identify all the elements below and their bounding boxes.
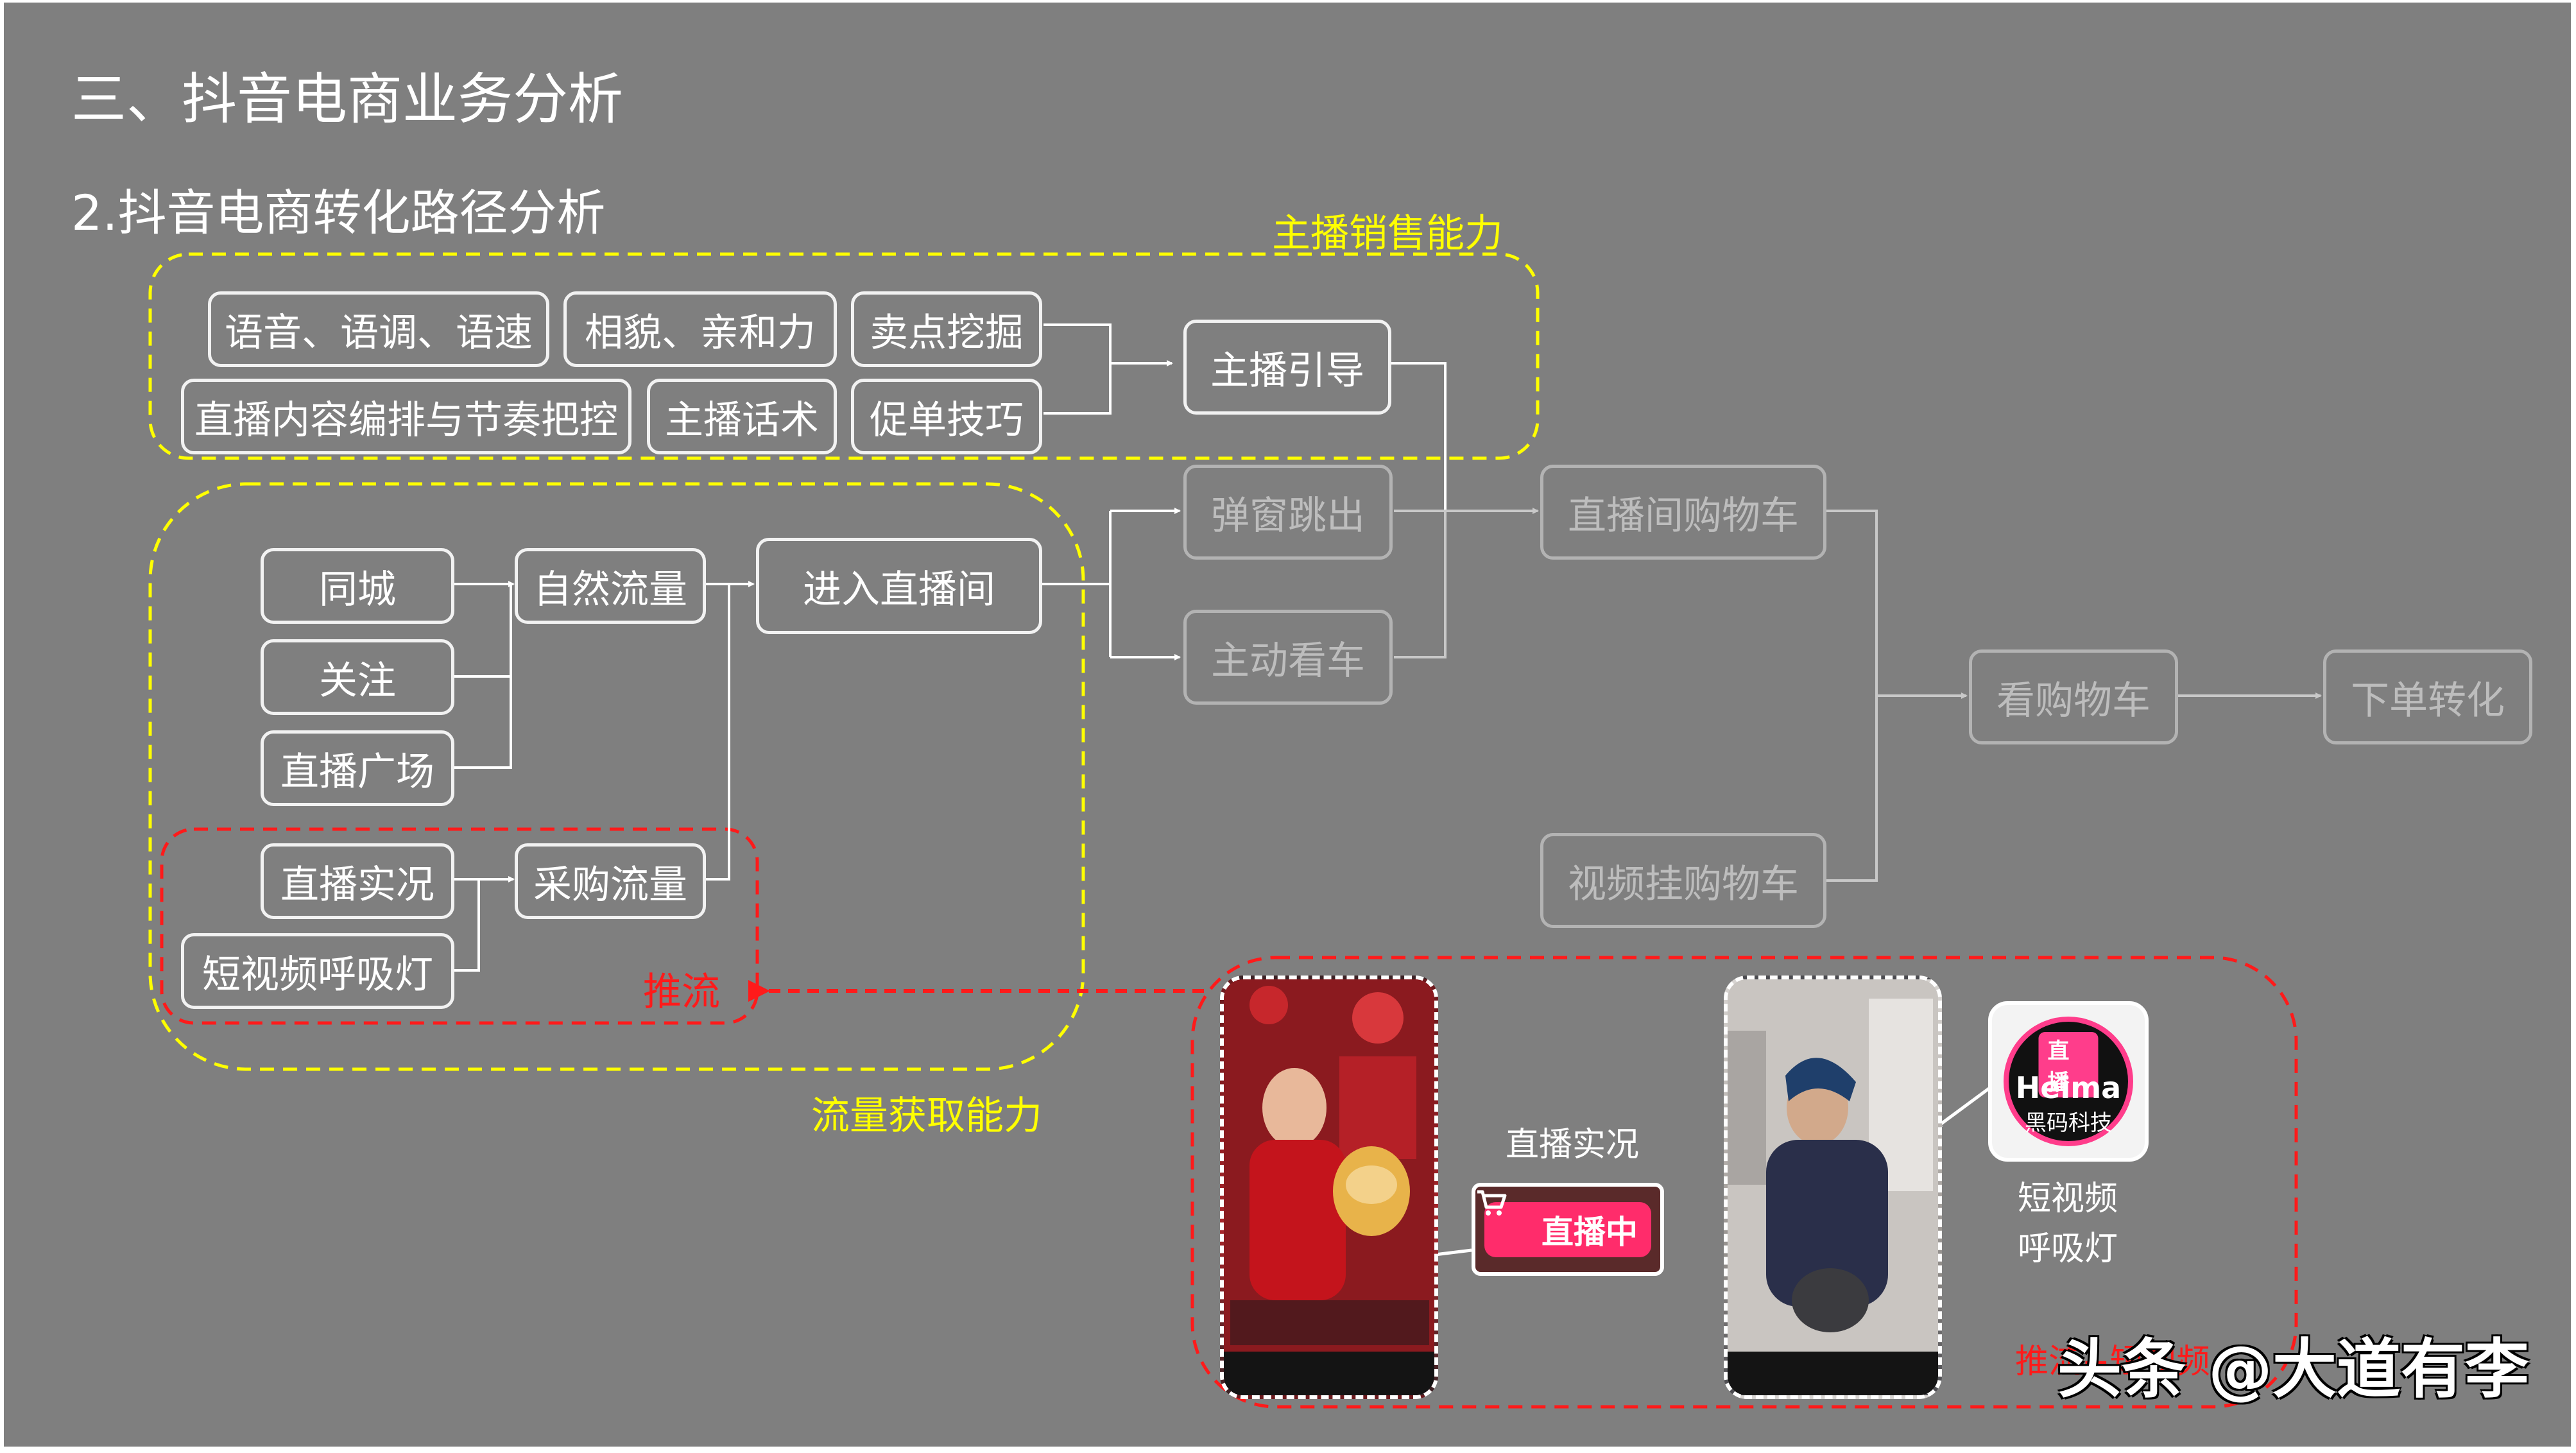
slide: 三、抖音电商业务分析 2.抖音电商转化路径分析 主播销售能力 流量获取能力 推流…: [4, 3, 2571, 1447]
watermark: 头条 @大道有李: [2057, 1337, 2529, 1402]
content-rhythm-box: 直播内容编排与节奏把控: [181, 379, 631, 454]
avatar-brand-sub: 黑码科技: [2009, 1105, 2128, 1137]
traffic-acquisition-label: 流量获取能力: [811, 1097, 1042, 1135]
live-status-box: 直播实况: [261, 843, 454, 919]
paid-traffic-box: 采购流量: [515, 843, 706, 919]
shopping-cart-icon: [1498, 1212, 1534, 1248]
anchor-guide-box: 主播引导: [1183, 320, 1391, 415]
enter-live-room-box: 进入直播间: [756, 538, 1042, 634]
live-stream-scene: [1224, 979, 1434, 1395]
live-plaza-box: 直播广场: [261, 730, 454, 806]
looks-box: 相貌、亲和力: [563, 291, 837, 367]
follow-box: 关注: [261, 639, 454, 715]
page-subtitle: 2.抖音电商转化路径分析: [71, 189, 606, 237]
breathing-light-box: 短视频呼吸灯: [181, 933, 454, 1009]
short-video-phone-image: [1724, 976, 1942, 1399]
same-city-box: 同城: [261, 548, 454, 624]
live-cart-box: 直播间购物车: [1540, 465, 1826, 560]
short-video-label-line1: 短视频: [2018, 1182, 2118, 1216]
avatar-ring: 直播 Heima 黑码科技: [2004, 1017, 2133, 1146]
active-view-box: 主动看车: [1183, 610, 1393, 705]
short-video-label-line2: 呼吸灯: [2018, 1232, 2118, 1266]
short-video-scene: [1728, 979, 1938, 1395]
order-conversion-box: 下单转化: [2323, 649, 2532, 744]
live-badge: 直播中: [1472, 1183, 1664, 1276]
push-flow-label: 推流: [643, 973, 720, 1011]
view-cart-box: 看购物车: [1969, 649, 2178, 744]
breathing-light-pointer: [1937, 1087, 1991, 1127]
selling-points-box: 卖点挖掘: [851, 291, 1042, 367]
breathing-light-avatar: 直播 Heima 黑码科技: [1988, 1001, 2149, 1162]
popup-box: 弹窗跳出: [1183, 465, 1393, 560]
script-box: 主播话术: [647, 379, 837, 454]
video-cart-box: 视频挂购物车: [1540, 833, 1826, 928]
live-status-example-label: 直播实况: [1506, 1128, 1639, 1162]
live-badge-text: 直播中: [1541, 1207, 1638, 1253]
natural-traffic-box: 自然流量: [515, 548, 706, 624]
conversion-connectors: [1394, 511, 2321, 881]
anchor-sales-label: 主播销售能力: [1272, 214, 1503, 253]
avatar-brand-name: Heima: [2009, 1070, 2128, 1105]
live-stream-phone-image: [1220, 976, 1438, 1399]
voice-box: 语音、语调、语速: [208, 291, 549, 367]
closing-skills-box: 促单技巧: [851, 379, 1042, 454]
live-badge-pill: 直播中: [1484, 1202, 1651, 1257]
page-title: 三、抖音电商业务分析: [71, 72, 623, 127]
